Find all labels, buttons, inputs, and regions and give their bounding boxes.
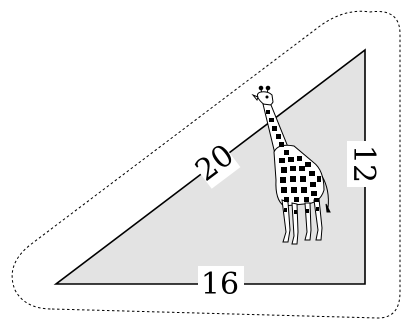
giraffe-icon (251, 85, 331, 245)
label-gap (347, 141, 383, 187)
base-label: 16 (201, 267, 239, 302)
label-gap (187, 135, 241, 189)
base-label-group: 16 (198, 266, 244, 302)
label-gap (198, 266, 244, 302)
height-label-group: 12 (346, 141, 383, 187)
dashed-outline (11, 10, 401, 319)
height-label: 12 (346, 145, 381, 183)
